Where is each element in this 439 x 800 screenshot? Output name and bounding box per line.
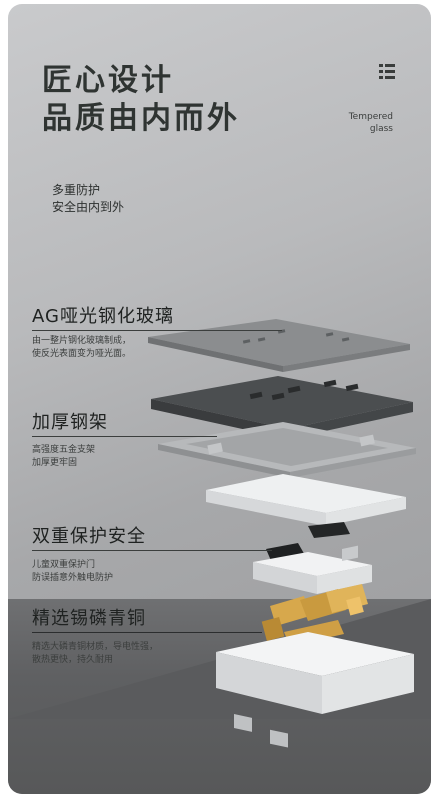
feature-desc-line: 使反光表面变为哑光面。 <box>32 349 132 359</box>
feature-desc-glass: 由一整片钢化玻璃制成， 使反光表面变为哑光面。 <box>32 335 131 361</box>
feature-desc-line: 由一整片钢化玻璃制成， <box>32 336 132 346</box>
feature-divider <box>32 632 262 633</box>
intro-text: 多重防护 安全由内到外 <box>52 182 124 216</box>
inner-cover <box>206 474 406 526</box>
intro-line-1: 多重防护 <box>52 183 101 197</box>
feature-desc-shutter: 儿童双重保护门 防误插意外触电防护 <box>32 559 113 585</box>
steel-frame <box>158 422 416 478</box>
feature-desc-line: 防误插意外触电防护 <box>32 573 114 583</box>
feature-divider <box>32 550 272 551</box>
feature-divider <box>32 330 282 331</box>
product-card: 匠心设计 品质由内而外 Tempered glass 多重防护 安全由内到外 <box>8 4 431 794</box>
feature-desc-brass: 精选大磷青铜材质，导电性强， 散热更快，持久耐用 <box>32 641 158 667</box>
shutter-doors <box>253 522 372 594</box>
socket-base <box>216 545 414 748</box>
feature-desc-frame: 高强度五金支架 加厚更牢固 <box>32 444 95 470</box>
feature-divider <box>32 436 217 437</box>
feature-desc-line: 加厚更牢固 <box>32 458 78 468</box>
headline-line-2: 品质由内而外 <box>42 101 240 136</box>
feature-title-frame: 加厚钢架 <box>32 412 108 433</box>
glass-plate <box>148 319 410 372</box>
feature-desc-line: 散热更快，持久耐用 <box>32 655 114 665</box>
intro-line-2: 安全由内到外 <box>52 200 125 214</box>
tempered-label-line-1: Tempered <box>348 112 393 122</box>
exploded-socket-illustration <box>148 319 416 748</box>
feature-desc-line: 精选大磷青铜材质，导电性强， <box>32 642 159 652</box>
headline-line-1: 匠心设计 <box>42 63 174 98</box>
feature-title-shutter: 双重保护安全 <box>32 526 146 547</box>
feature-title-brass: 精选锡磷青铜 <box>32 608 146 629</box>
feature-title-glass: AG哑光钢化玻璃 <box>32 306 174 327</box>
tempered-label-line-2: glass <box>369 124 393 134</box>
feature-desc-line: 儿童双重保护门 <box>32 560 96 570</box>
feature-desc-line: 高强度五金支架 <box>32 445 96 455</box>
menu-icon[interactable] <box>379 64 395 80</box>
tempered-glass-label: Tempered glass <box>349 111 393 135</box>
